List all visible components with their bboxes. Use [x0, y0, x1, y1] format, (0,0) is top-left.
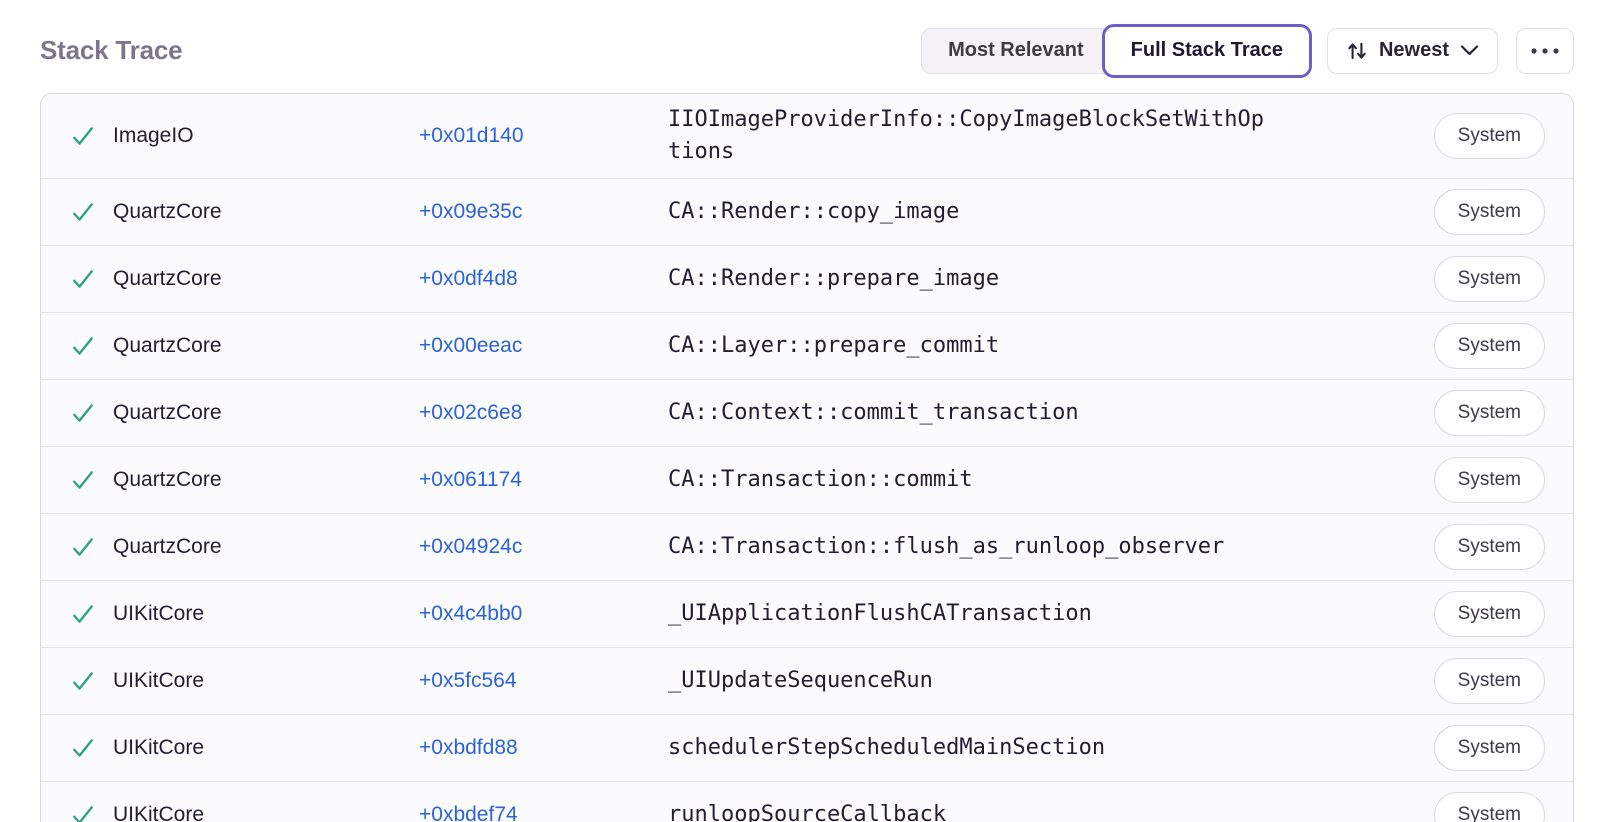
stack-frame-row[interactable]: QuartzCore +0x0df4d8 CA::Render::prepare…	[41, 245, 1573, 312]
frame-system-badge: System	[1433, 658, 1545, 704]
stack-frame-row[interactable]: QuartzCore +0x09e35c CA::Render::copy_im…	[41, 178, 1573, 245]
frame-address-link[interactable]: +0xbdfd88	[419, 736, 518, 759]
full-stack-trace-label: Full Stack Trace	[1130, 39, 1283, 61]
frame-function: CA::Context::commit_transaction	[668, 400, 1079, 425]
stack-frame-row[interactable]: QuartzCore +0x04924c CA::Transaction::fl…	[41, 513, 1573, 580]
chevron-down-icon	[1460, 45, 1479, 56]
frame-system-badge: System	[1433, 792, 1545, 822]
check-icon	[69, 198, 97, 226]
frame-system-badge: System	[1433, 725, 1545, 771]
frame-address-link[interactable]: +0x5fc564	[419, 669, 517, 692]
stack-frame-row[interactable]: QuartzCore +0x02c6e8 CA::Context::commit…	[41, 379, 1573, 446]
frame-system-badge: System	[1433, 189, 1545, 235]
frame-address-link[interactable]: +0xbdef74	[419, 803, 518, 822]
stack-frame-row[interactable]: UIKitCore +0x4c4bb0 _UIApplicationFlushC…	[41, 580, 1573, 647]
check-icon	[69, 466, 97, 494]
frame-function: CA::Layer::prepare_commit	[668, 333, 1000, 358]
frame-system-badge: System	[1433, 323, 1545, 369]
frame-module: QuartzCore	[113, 200, 222, 223]
check-icon	[69, 533, 97, 561]
check-icon	[69, 667, 97, 695]
frame-function: runloopSourceCallback	[668, 802, 947, 822]
frame-function: schedulerStepScheduledMainSection	[668, 735, 1106, 760]
frame-system-badge: System	[1433, 113, 1545, 159]
frame-function: CA::Transaction::commit	[668, 467, 973, 492]
stack-frame-row[interactable]: QuartzCore +0x061174 CA::Transaction::co…	[41, 446, 1573, 513]
frame-address-link[interactable]: +0x4c4bb0	[419, 602, 523, 625]
frame-system-badge: System	[1433, 524, 1545, 570]
more-options-button[interactable]	[1516, 27, 1574, 74]
sort-dropdown-button[interactable]: Newest	[1326, 27, 1498, 74]
sort-label: Newest	[1378, 39, 1449, 61]
check-icon	[69, 801, 97, 822]
page-title: Stack Trace	[40, 35, 183, 65]
check-icon	[69, 332, 97, 360]
stack-frame-row[interactable]: ImageIO +0x01d140 IIOImageProviderInfo::…	[41, 94, 1573, 178]
frame-module: ImageIO	[113, 124, 194, 147]
stack-frame-row[interactable]: QuartzCore +0x00eeac CA::Layer::prepare_…	[41, 312, 1573, 379]
check-icon	[69, 600, 97, 628]
frame-module: UIKitCore	[113, 602, 205, 625]
frame-module: QuartzCore	[113, 334, 222, 357]
frame-function: CA::Render::prepare_image	[668, 266, 1000, 291]
frame-address-link[interactable]: +0x02c6e8	[419, 401, 523, 424]
frame-module: QuartzCore	[113, 468, 222, 491]
frame-address-link[interactable]: +0x0df4d8	[419, 267, 518, 290]
frame-function: IIOImageProviderInfo::CopyImageBlockSetW…	[668, 107, 1265, 164]
view-toggle: Most Relevant Full Stack Trace	[921, 23, 1312, 78]
frame-address-link[interactable]: +0x09e35c	[419, 200, 523, 223]
stack-frame-row[interactable]: UIKitCore +0x5fc564 _UIUpdateSequenceRun…	[41, 647, 1573, 714]
frame-function: CA::Transaction::flush_as_runloop_observ…	[668, 534, 1225, 559]
frame-system-badge: System	[1433, 390, 1545, 436]
frame-module: QuartzCore	[113, 267, 222, 290]
full-stack-trace-button[interactable]: Full Stack Trace	[1101, 23, 1312, 78]
frame-system-badge: System	[1433, 256, 1545, 302]
frame-address-link[interactable]: +0x04924c	[419, 535, 523, 558]
frame-address-link[interactable]: +0x061174	[419, 468, 522, 491]
frame-function: CA::Render::copy_image	[668, 199, 960, 224]
frame-module: QuartzCore	[113, 401, 222, 424]
frame-address-link[interactable]: +0x00eeac	[419, 334, 523, 357]
most-relevant-button[interactable]: Most Relevant	[921, 27, 1112, 74]
frame-system-badge: System	[1433, 591, 1545, 637]
frame-function: _UIApplicationFlushCATransaction	[668, 601, 1092, 626]
check-icon	[69, 399, 97, 427]
stack-frame-row[interactable]: UIKitCore +0xbdef74 runloopSourceCallbac…	[41, 781, 1573, 822]
sort-arrows-icon	[1346, 39, 1368, 63]
frame-system-badge: System	[1433, 457, 1545, 503]
frame-module: UIKitCore	[113, 736, 205, 759]
check-icon	[69, 265, 97, 293]
most-relevant-label: Most Relevant	[948, 39, 1084, 61]
frame-module: QuartzCore	[113, 535, 222, 558]
frame-address-link[interactable]: +0x01d140	[419, 124, 524, 147]
frame-function: _UIUpdateSequenceRun	[668, 668, 933, 693]
frame-module: UIKitCore	[113, 803, 205, 822]
frame-module: UIKitCore	[113, 669, 205, 692]
stack-frame-list: ImageIO +0x01d140 IIOImageProviderInfo::…	[41, 94, 1573, 822]
stack-trace-card: ImageIO +0x01d140 IIOImageProviderInfo::…	[40, 93, 1574, 822]
header-controls: Most Relevant Full Stack Trace Newest	[921, 23, 1574, 78]
check-icon	[69, 734, 97, 762]
stack-frame-row[interactable]: UIKitCore +0xbdfd88 schedulerStepSchedul…	[41, 714, 1573, 781]
check-icon	[69, 122, 97, 150]
stack-trace-header: Stack Trace Most Relevant Full Stack Tra…	[0, 0, 1614, 93]
ellipsis-icon	[1530, 47, 1560, 55]
